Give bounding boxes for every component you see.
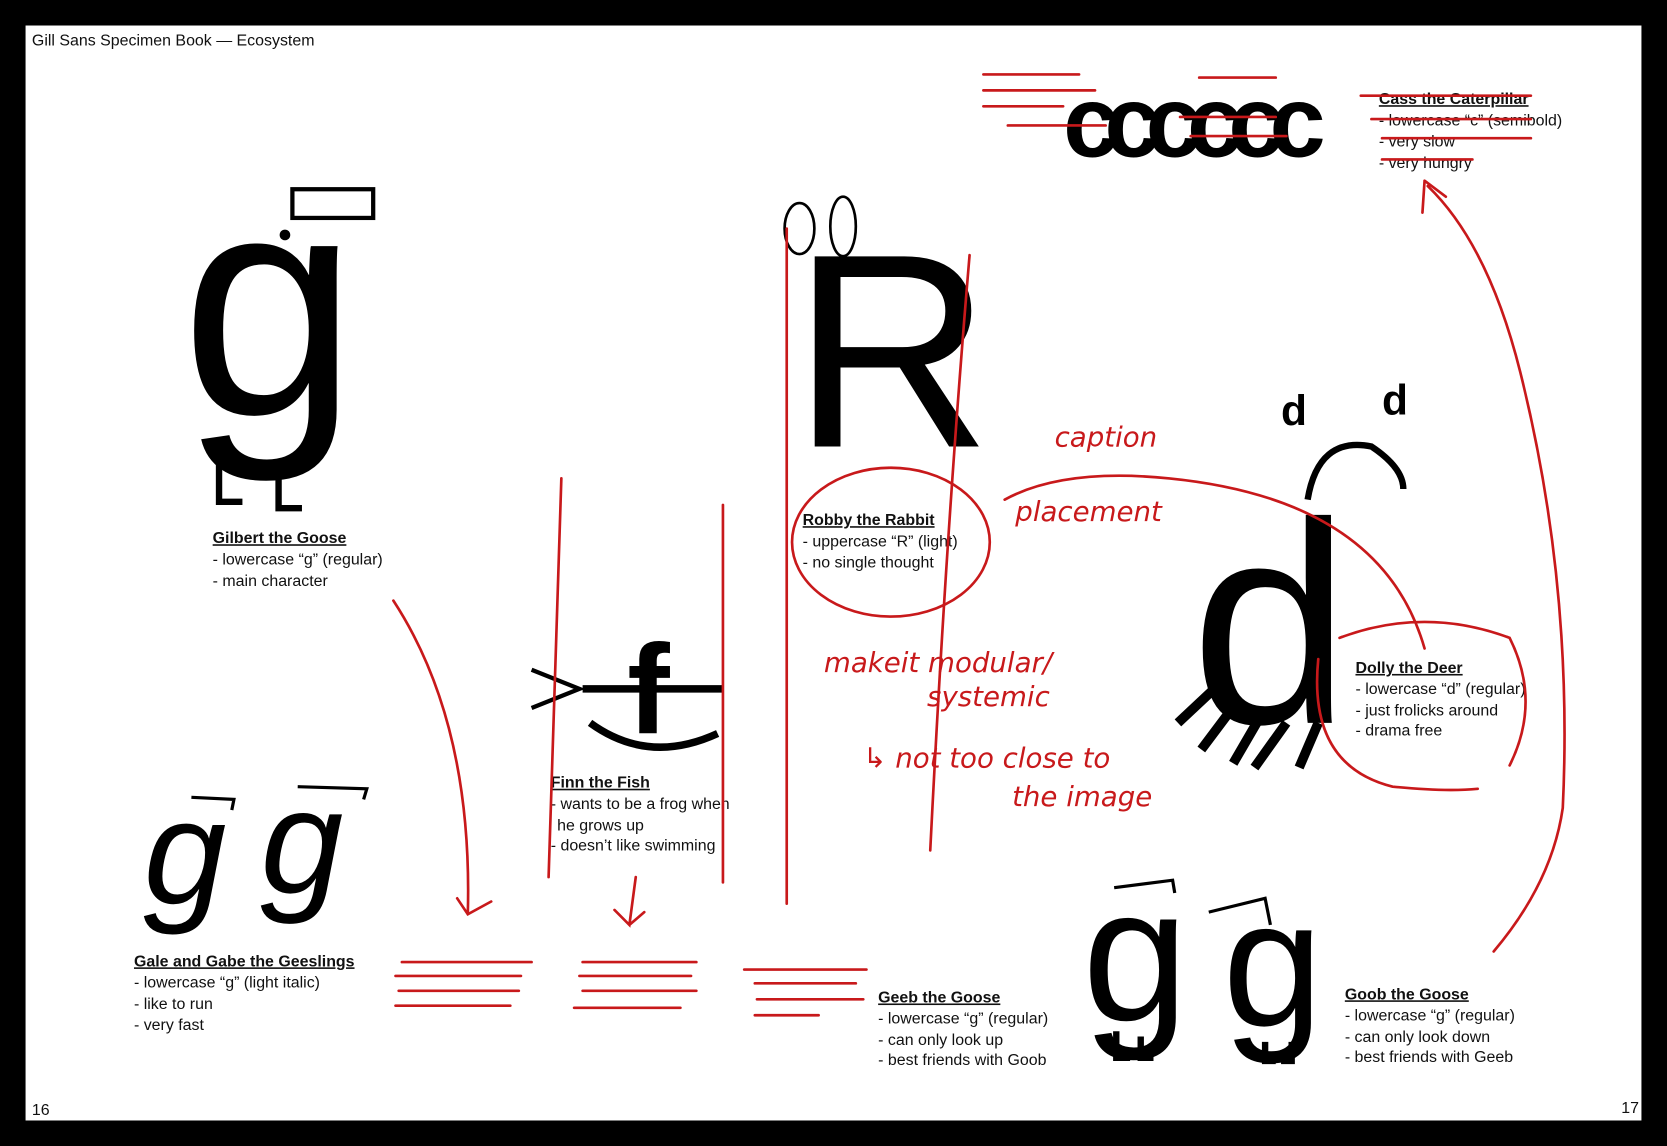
svg-text:g: g [181, 126, 358, 485]
geeslings-illustration: g g [144, 758, 369, 936]
caption-geeb: Geeb the Goose - lowercase “g” (regular)… [878, 989, 1048, 1069]
svg-text:g: g [261, 758, 344, 925]
svg-text:d: d [1382, 378, 1408, 425]
svg-text:- just frolicks around: - just frolicks around [1355, 702, 1498, 719]
svg-text:he grows up: he grows up [557, 817, 644, 834]
svg-text:- lowercase “d” (regular): - lowercase “d” (regular) [1355, 681, 1525, 698]
note-modular: makeit modular/ [824, 646, 1055, 679]
svg-text:- main character: - main character [213, 573, 329, 590]
caption-robby: Robby the Rabbit - uppercase “R” (light)… [803, 512, 958, 572]
goob-illustration: g [1208, 863, 1324, 1065]
svg-text:Gilbert the Goose: Gilbert the Goose [213, 530, 347, 547]
svg-text:- can only look up: - can only look up [878, 1032, 1003, 1049]
svg-text:- best friends with Goob: - best friends with Goob [878, 1052, 1046, 1069]
caption-finn: Finn the Fish - wants to be a frog when … [551, 775, 730, 855]
note-caption: caption [1055, 420, 1158, 453]
svg-text:- very slow: - very slow [1379, 134, 1456, 151]
svg-text:- lowercase “g” (regular): - lowercase “g” (regular) [1345, 1008, 1515, 1025]
svg-text:d: d [1281, 388, 1307, 435]
svg-text:- lowercase “c” (semibold): - lowercase “c” (semibold) [1379, 112, 1562, 129]
svg-text:- doesn’t like swimming: - doesn’t like swimming [551, 837, 716, 854]
note-not-too-close: ↳ not too close to [863, 742, 1110, 775]
page-number-left: 16 [32, 1102, 50, 1119]
note-the-image: the image [1012, 780, 1152, 813]
svg-text:- no single thought: - no single thought [803, 555, 935, 572]
caption-dolly: Dolly the Deer - lowercase “d” (regular)… [1355, 660, 1525, 740]
svg-text:Geeb the Goose: Geeb the Goose [878, 989, 1000, 1006]
caption-geeslings: Gale and Gabe the Geeslings - lowercase … [134, 953, 355, 1034]
svg-text:Goob the Goose: Goob the Goose [1345, 986, 1469, 1003]
svg-text:- very fast: - very fast [134, 1017, 205, 1034]
svg-text:g: g [144, 769, 227, 936]
svg-text:g: g [1223, 863, 1324, 1065]
svg-text:Robby the Rabbit: Robby the Rabbit [803, 512, 936, 529]
svg-text:- very hungry: - very hungry [1379, 155, 1472, 172]
svg-text:- best friends with Geeb: - best friends with Geeb [1345, 1049, 1513, 1066]
note-placement: placement [1014, 495, 1163, 528]
finn-illustration: f [530, 620, 723, 762]
svg-text:- uppercase “R” (light): - uppercase “R” (light) [803, 533, 958, 550]
svg-text:- lowercase “g” (light italic): - lowercase “g” (light italic) [134, 975, 320, 992]
cass-illustration: cccccc [1063, 66, 1338, 178]
gilbert-illustration: g [181, 126, 376, 512]
svg-text:Finn the Fish: Finn the Fish [551, 775, 650, 792]
svg-text:Dolly the Deer: Dolly the Deer [1355, 660, 1462, 677]
page-number-right: 17 [1621, 1100, 1639, 1117]
svg-text:cccccc: cccccc [1063, 66, 1323, 178]
robby-illustration: R [783, 195, 992, 505]
red-markup: caption placement makeit modular/ system… [392, 73, 1566, 1017]
svg-text:Gale and Gabe the Geeslings: Gale and Gabe the Geeslings [134, 953, 355, 970]
caption-gilbert: Gilbert the Goose - lowercase “g” (regul… [213, 530, 383, 590]
svg-text:- can only look down: - can only look down [1345, 1029, 1490, 1046]
svg-text:- lowercase “g” (regular): - lowercase “g” (regular) [213, 551, 383, 568]
svg-text:- like to run: - like to run [134, 996, 213, 1013]
page-title: Gill Sans Specimen Book — Ecosystem [32, 33, 315, 50]
svg-text:g: g [1082, 848, 1188, 1062]
svg-text:- lowercase “g” (regular): - lowercase “g” (regular) [878, 1011, 1048, 1028]
svg-text:- wants to be a frog when: - wants to be a frog when [551, 796, 730, 813]
geeb-illustration: g [1082, 848, 1188, 1062]
note-systemic: systemic [927, 680, 1050, 713]
caption-goob: Goob the Goose - lowercase “g” (regular)… [1345, 986, 1515, 1066]
svg-text:- drama free: - drama free [1355, 723, 1442, 740]
svg-text:Cass the Caterpillar: Cass the Caterpillar [1379, 91, 1529, 108]
svg-text:R: R [792, 196, 992, 505]
